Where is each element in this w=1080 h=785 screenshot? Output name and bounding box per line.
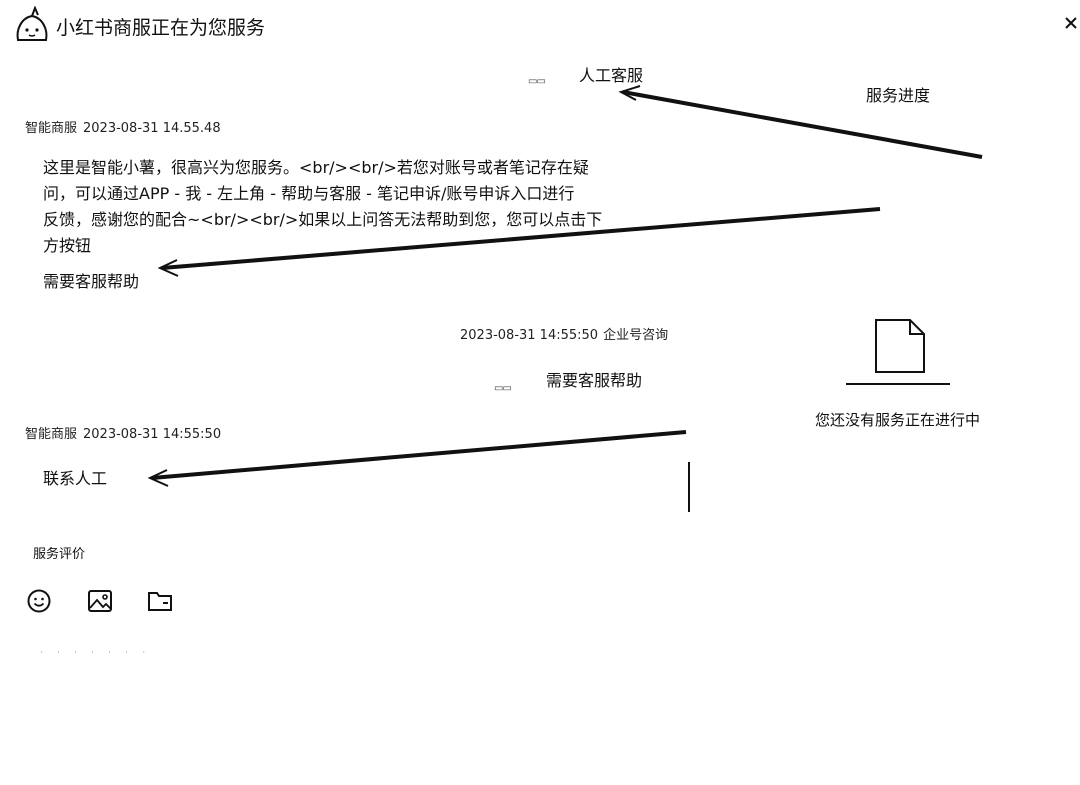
message-line: 方按钮	[43, 236, 92, 255]
text-cursor	[688, 462, 690, 512]
message-line: 问，可以通过APP - 我 - 左上角 - 帮助与客服 - 笔记申诉/账号申诉入…	[43, 184, 575, 203]
user-message-text: 需要客服帮助	[546, 371, 643, 390]
emoji-icon[interactable]	[26, 588, 52, 614]
message-meta: 2023-08-31 14:55:50 企业号咨询	[460, 324, 673, 343]
service-evaluation-button[interactable]: 服务评价	[33, 547, 86, 562]
image-icon[interactable]	[87, 588, 113, 614]
read-status-icon: ▭▭	[494, 383, 512, 394]
close-icon[interactable]	[1064, 13, 1078, 33]
input-noise: · · · · · · ·	[40, 648, 152, 657]
empty-state-text: 您还没有服务正在进行中	[815, 411, 981, 429]
message-text: 这里是智能小薯，很高兴为您服务。<br/><br/>若您对账号或者笔记存在疑 问…	[43, 155, 623, 259]
mascot-avatar-icon	[16, 6, 48, 41]
folder-icon[interactable]	[147, 588, 173, 614]
message-meta: 智能商服 2023-08-31 14:55:50	[25, 423, 227, 442]
message-time: 2023-08-31 14:55:50	[460, 328, 599, 343]
tab-service-progress[interactable]: 服务进度	[866, 86, 931, 105]
message-meta: 智能商服 2023-08-31 14.55.48	[25, 117, 227, 136]
sender-name: 企业号咨询	[603, 328, 669, 343]
message-time: 2023-08-31 14.55.48	[83, 121, 221, 136]
message-line: 这里是智能小薯，很高兴为您服务。<br/><br/>若您对账号或者笔记存在疑	[43, 158, 589, 177]
arrow-to-contact-button	[147, 430, 687, 487]
message-time: 2023-08-31 14:55:50	[83, 427, 222, 442]
empty-state-divider	[846, 383, 950, 385]
contact-human-button[interactable]: 联系人工	[43, 469, 108, 488]
window-title: 小红书商服正在为您服务	[56, 17, 266, 39]
tab-human-service[interactable]: 人工客服	[579, 66, 644, 85]
need-help-link[interactable]: 需要客服帮助	[43, 272, 140, 291]
empty-document-icon	[875, 319, 925, 373]
sender-name: 智能商服	[25, 427, 78, 442]
tab-marker-icon: ▭▭	[528, 76, 546, 87]
message-line: 反馈，感谢您的配合~<br/><br/>如果以上问答无法帮助到您，您可以点击下	[43, 210, 603, 229]
sender-name: 智能商服	[25, 121, 78, 136]
